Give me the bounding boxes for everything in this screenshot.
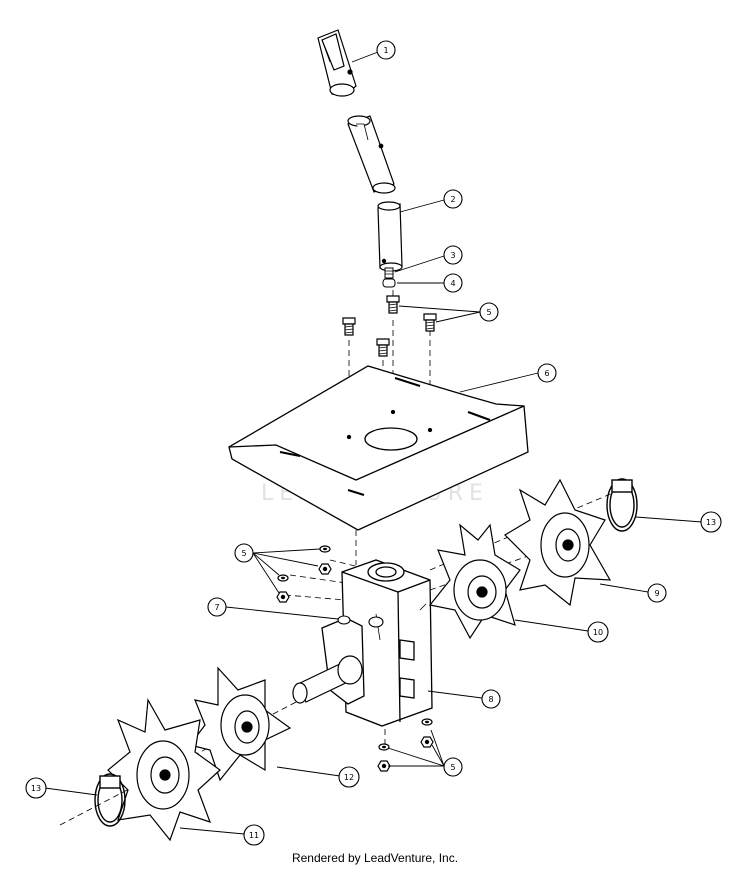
- svg-text:8: 8: [488, 695, 493, 704]
- svg-text:13: 13: [31, 784, 41, 793]
- callout-3: 3: [443, 245, 463, 265]
- part-tine-left-inner: [188, 666, 292, 782]
- part-handle-grip: [317, 29, 357, 97]
- part-clip-left: [94, 773, 126, 827]
- callout-5-top: 5: [479, 302, 499, 322]
- svg-text:13: 13: [706, 518, 716, 527]
- part-nuts-left: [276, 545, 332, 603]
- callout-1: 1: [376, 40, 396, 60]
- svg-text:5: 5: [241, 549, 246, 558]
- part-plate: [228, 365, 529, 531]
- part-collar: [382, 278, 396, 288]
- part-fitting: [337, 615, 384, 628]
- callout-8: 8: [481, 689, 501, 709]
- callout-9: 9: [647, 583, 667, 603]
- svg-text:2: 2: [450, 195, 455, 204]
- part-gearbox: [321, 559, 433, 727]
- svg-text:6: 6: [544, 369, 549, 378]
- part-lower-tube: [377, 201, 403, 272]
- svg-text:5: 5: [450, 763, 455, 772]
- callout-11: 11: [243, 824, 265, 846]
- part-tine-left-outer: [107, 698, 221, 842]
- callout-5-bottom: 5: [443, 757, 463, 777]
- svg-text:7: 7: [214, 603, 219, 612]
- callout-6: 6: [537, 363, 557, 383]
- callout-12: 12: [338, 766, 360, 788]
- callout-5-left: 5: [234, 543, 254, 563]
- svg-text:11: 11: [249, 831, 259, 840]
- leader-lines: [44, 51, 703, 835]
- callout-4: 4: [443, 273, 463, 293]
- part-upper-tube: [347, 115, 396, 194]
- part-tine-right-inner: [428, 523, 521, 640]
- svg-text:10: 10: [593, 628, 603, 637]
- callout-10: 10: [587, 621, 609, 643]
- part-tine-right-outer: [504, 478, 612, 607]
- callout-13-right: 13: [700, 511, 722, 533]
- svg-text:12: 12: [344, 773, 354, 782]
- callout-13-left: 13: [25, 777, 47, 799]
- svg-text:5: 5: [486, 308, 491, 317]
- svg-text:3: 3: [450, 251, 455, 260]
- callout-7: 7: [207, 597, 227, 617]
- svg-text:9: 9: [654, 589, 659, 598]
- svg-text:4: 4: [450, 279, 455, 288]
- footer-credit: Rendered by LeadVenture, Inc.: [291, 851, 459, 865]
- part-nuts-bottom: [377, 718, 434, 772]
- part-bolts-top: [342, 295, 437, 357]
- part-clip-right: [606, 478, 638, 532]
- part-shaft: [292, 655, 363, 704]
- part-spring: [384, 267, 394, 279]
- callout-2: 2: [443, 189, 463, 209]
- svg-text:1: 1: [383, 46, 388, 55]
